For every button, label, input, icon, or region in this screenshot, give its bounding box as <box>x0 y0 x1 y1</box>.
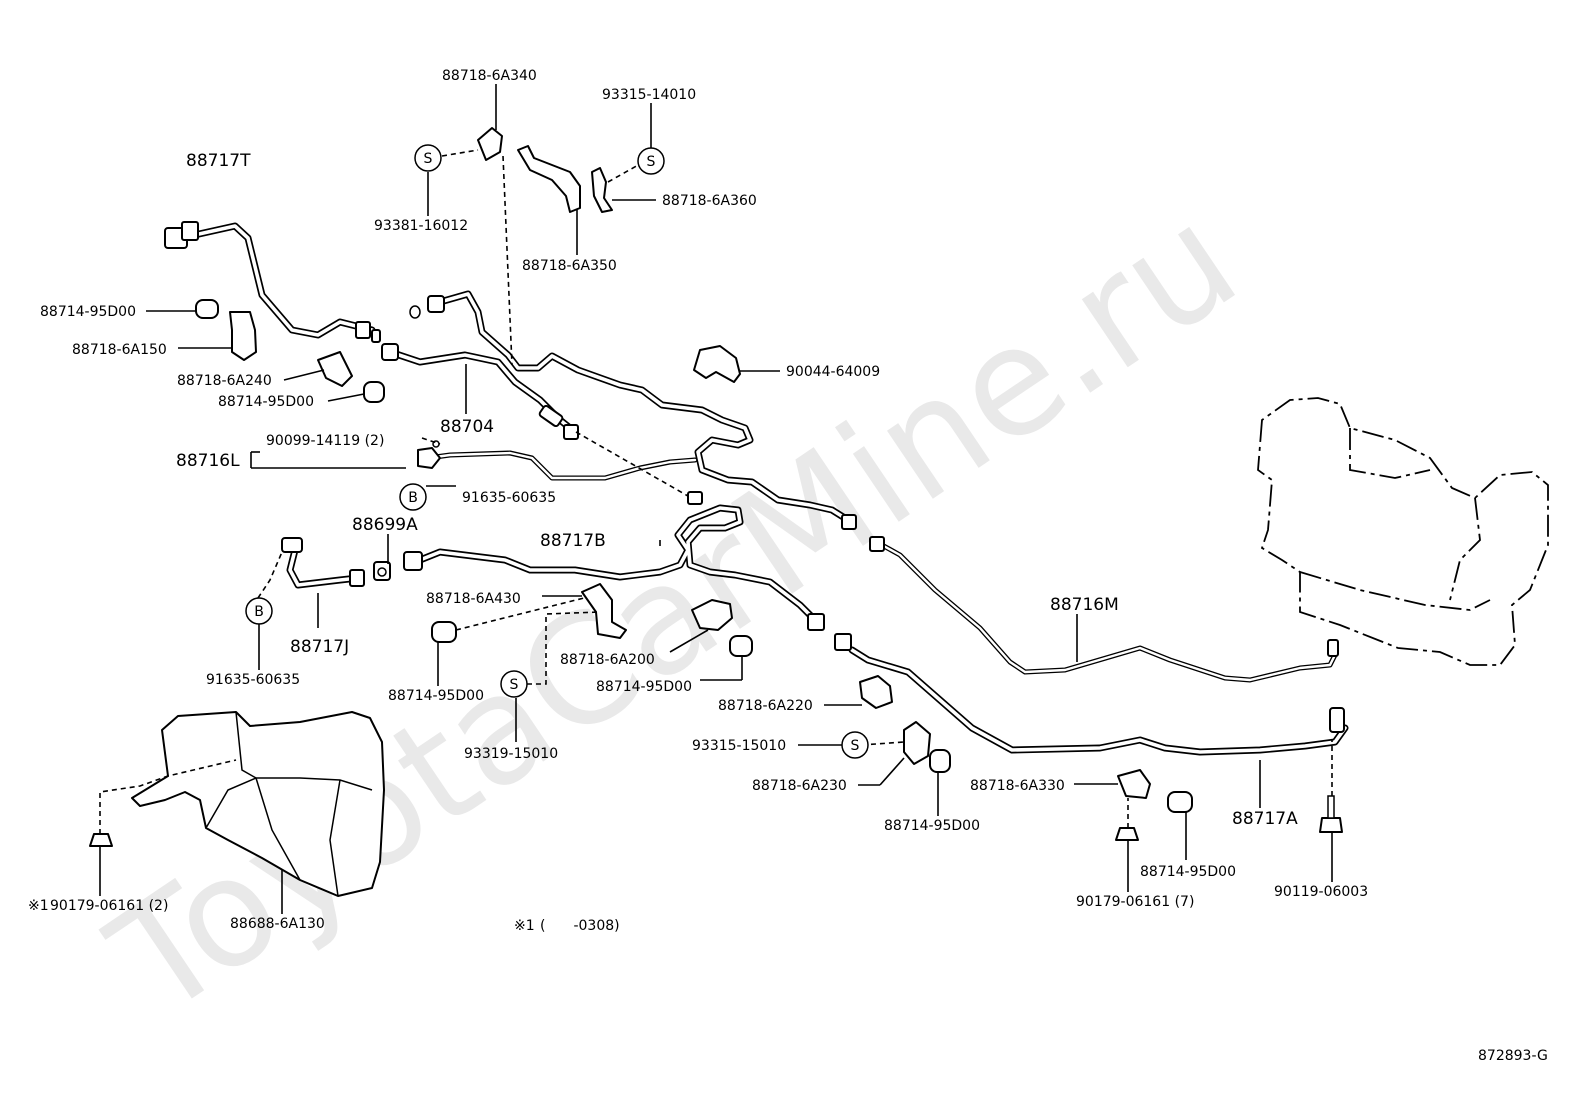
pipe-88717A <box>848 646 1349 756</box>
label-88717T: 88717T <box>186 151 251 171</box>
label-88718-6A220: 88718-6A220 <box>718 698 813 714</box>
pipe-88716L <box>425 450 698 481</box>
label-88714-95D00-a: 88714-95D00 <box>40 304 136 320</box>
nut-90179-06161-left <box>89 833 113 847</box>
fitting-88717T-nut <box>355 321 381 343</box>
clamp-88718-6A360 <box>591 167 613 213</box>
label-88718-6A350: 88718-6A350 <box>522 258 617 274</box>
bracket-88718-6A430 <box>581 583 627 639</box>
bolt-90119-06003 <box>1319 795 1343 833</box>
label-88717B: 88717B <box>540 531 606 551</box>
diagram-code: 872893-G <box>1478 1048 1548 1064</box>
footnote-range: ( -0308) <box>540 918 620 934</box>
cushion-88714-95D00-a <box>195 299 219 319</box>
pipe-88716M <box>879 542 1338 683</box>
footnote-mark-left: ※1 <box>28 898 49 914</box>
clamp-88718-6A340 <box>477 127 503 161</box>
clamp-88718-6A330 <box>1117 769 1151 799</box>
label-88699A: 88699A <box>352 515 418 535</box>
label-93315-15010: 93315-15010 <box>692 738 786 754</box>
fitting-88716M-right <box>1327 639 1339 657</box>
svg-text:S: S <box>851 738 860 754</box>
part-labels: 88718-6A340 93315-14010 88717T 93381-160… <box>28 68 1548 1064</box>
label-93381-16012: 93381-16012 <box>374 218 468 234</box>
fitting-88717B-end <box>403 491 852 651</box>
label-90179-06161-2: 90179-06161 (2) <box>50 898 168 914</box>
label-90179-06161-7: 90179-06161 (7) <box>1076 894 1194 910</box>
label-88688-6A130: 88688-6A130 <box>230 916 325 932</box>
label-88718-6A330: 88718-6A330 <box>970 778 1065 794</box>
label-88704: 88704 <box>440 417 494 437</box>
svg-text:B: B <box>408 490 418 506</box>
cushion-88714-95D00-f <box>1167 791 1193 813</box>
fitting-88717T-end <box>164 221 199 249</box>
nut-90179-06161-right <box>1115 827 1139 841</box>
label-88718-6A240: 88718-6A240 <box>177 373 272 389</box>
label-88718-6A340: 88718-6A340 <box>442 68 537 84</box>
bolt-symbol-91635-b: B <box>245 597 273 625</box>
label-90099-14119: 90099-14119 (2) <box>266 433 384 449</box>
pipe-88717J <box>286 546 362 589</box>
dashed-assembly-lines <box>99 149 1333 834</box>
cushion-88714-95D00-b <box>363 381 385 403</box>
cushion-88714-95D00-e <box>929 749 951 773</box>
svg-text:S: S <box>647 154 656 170</box>
label-88717J: 88717J <box>290 637 349 657</box>
clamp-88718-6A240 <box>317 351 353 387</box>
clamp-88718-6A220 <box>859 675 893 709</box>
svg-text:S: S <box>424 151 433 167</box>
label-88717A: 88717A <box>1232 809 1298 829</box>
label-88716L: 88716L <box>176 451 240 471</box>
pipe-upper-main <box>436 290 852 524</box>
screw-symbol-93381: S <box>414 144 442 172</box>
screw-symbol-93319: S <box>500 670 528 698</box>
svg-text:B: B <box>254 604 264 620</box>
label-88718-6A360: 88718-6A360 <box>662 193 757 209</box>
label-88718-6A200: 88718-6A200 <box>560 652 655 668</box>
fitting-88717J-ends <box>281 537 365 587</box>
clamp-88718-6A150 <box>229 311 257 361</box>
label-91635-60635-a: 91635-60635 <box>462 490 556 506</box>
label-90119-06003: 90119-06003 <box>1274 884 1368 900</box>
label-88716M: 88716M <box>1050 595 1119 615</box>
label-88714-95D00-e: 88714-95D00 <box>884 818 980 834</box>
engine-outline <box>1257 397 1549 666</box>
label-93315-14010-top: 93315-14010 <box>602 87 696 103</box>
cushion-88714-95D00-c <box>431 621 457 643</box>
label-88714-95D00-f: 88714-95D00 <box>1140 864 1236 880</box>
label-88718-6A430: 88718-6A430 <box>426 591 521 607</box>
leader-lines <box>99 84 1333 914</box>
cover-88688-6A130 <box>131 711 385 897</box>
clamp-88718-6A200 <box>691 599 733 631</box>
pipe-88717T <box>186 222 376 339</box>
label-91635-60635-b: 91635-60635 <box>206 672 300 688</box>
footnote-mark: ※1 <box>514 918 535 934</box>
clamp-88718-6A230 <box>903 721 931 765</box>
label-88718-6A230: 88718-6A230 <box>752 778 847 794</box>
label-93319-15010: 93319-15010 <box>464 746 558 762</box>
screw-symbol-93315-15010: S <box>841 731 869 759</box>
bracket-88718-6A350 <box>517 145 581 213</box>
fitting-upper-pipe-end <box>409 295 445 319</box>
svg-text:S: S <box>510 677 519 693</box>
cushion-88714-95D00-d <box>729 635 753 657</box>
clamp-90044-64009 <box>693 345 741 383</box>
pipe-88717B <box>416 504 819 624</box>
label-88718-6A150: 88718-6A150 <box>72 342 167 358</box>
fitting-88716M-left <box>841 514 885 552</box>
label-90044-64009: 90044-64009 <box>786 364 880 380</box>
label-88714-95D00-c: 88714-95D00 <box>596 679 692 695</box>
mount-88699A-nut <box>377 567 387 577</box>
fitting-88717A-right <box>1329 707 1345 733</box>
label-88714-95D00-b: 88714-95D00 <box>218 394 314 410</box>
fitting-88704-end <box>381 343 399 361</box>
label-88714-95D00-d: 88714-95D00 <box>388 688 484 704</box>
fitting-88716L-end <box>417 440 441 469</box>
fitting-88704-hose-end <box>538 404 579 440</box>
bolt-symbol-91635-a: B <box>399 483 427 511</box>
screw-symbol-93315-14010: S <box>637 147 665 175</box>
